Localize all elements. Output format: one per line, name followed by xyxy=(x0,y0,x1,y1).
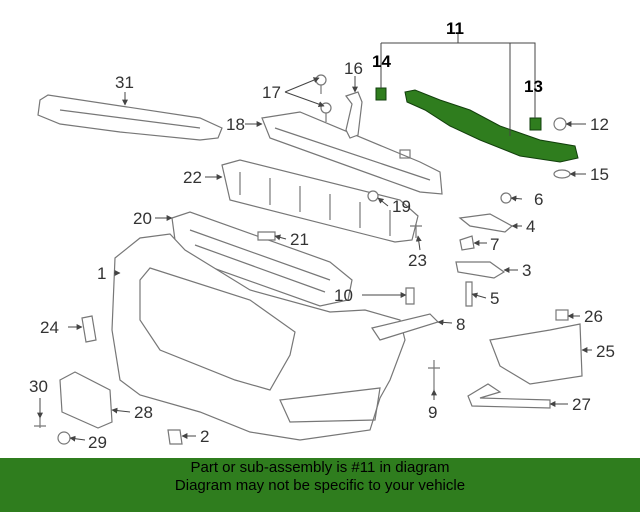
part-29-clip xyxy=(57,431,71,445)
part-14-clip xyxy=(375,87,387,101)
callout-20: 20 xyxy=(133,209,152,228)
part-31-upper-cover xyxy=(37,94,223,141)
callout-9: 9 xyxy=(428,403,438,422)
part-3-piece xyxy=(455,261,506,279)
callout-10: 10 xyxy=(334,286,353,305)
callout-1: 1 xyxy=(97,264,107,283)
part-16-bracket xyxy=(345,91,363,139)
callout-21: 21 xyxy=(290,230,309,249)
part-1-bumper-cover xyxy=(111,233,406,441)
callout-22: 22 xyxy=(183,168,202,187)
part-5-clip xyxy=(465,281,473,307)
part-11-assembly xyxy=(375,87,579,163)
callout-24: 24 xyxy=(40,318,59,337)
part-17-bolts xyxy=(315,74,332,122)
callout-2: 2 xyxy=(200,427,210,446)
callout-4: 4 xyxy=(526,217,536,236)
footer-line-1: Part or sub-assembly is #11 in diagram xyxy=(190,459,450,476)
part-27-trim xyxy=(467,383,551,409)
callout-12: 12 xyxy=(590,115,609,134)
part-21-clip xyxy=(257,231,276,241)
part-12-bolt xyxy=(553,117,567,131)
callout-25: 25 xyxy=(596,342,615,361)
part-15-grommet xyxy=(553,169,571,179)
callout-28: 28 xyxy=(134,403,153,422)
part-4-piece xyxy=(458,213,514,233)
parts-diagram xyxy=(34,33,592,445)
callout-7: 7 xyxy=(490,235,500,254)
part-26-cap xyxy=(555,309,569,321)
callout-5: 5 xyxy=(490,289,500,308)
part-7-piece xyxy=(459,235,475,251)
callout-18: 18 xyxy=(226,115,245,134)
callout-6: 6 xyxy=(534,190,544,209)
part-28-license-bracket xyxy=(59,371,113,429)
callout-16: 16 xyxy=(344,59,363,78)
callout-19: 19 xyxy=(392,197,411,216)
part-9-bolt xyxy=(428,360,440,390)
footer-banner: Part or sub-assembly is #11 in diagram D… xyxy=(0,458,640,512)
part-2-clip xyxy=(167,429,183,445)
callout-17: 17 xyxy=(262,83,281,102)
part-30-bolt xyxy=(34,418,46,428)
callout-14: 14 xyxy=(372,52,391,71)
callout-13: 13 xyxy=(524,77,543,96)
callout-8: 8 xyxy=(456,315,466,334)
callout-27: 27 xyxy=(572,395,591,414)
footer-line-2: Diagram may not be specific to your vehi… xyxy=(174,477,466,494)
part-22-absorber xyxy=(221,159,419,243)
callout-30: 30 xyxy=(29,377,48,396)
part-24-panel xyxy=(81,315,97,343)
callout-3: 3 xyxy=(522,261,532,280)
part-25-lamp xyxy=(489,323,583,385)
callout-31: 31 xyxy=(115,73,134,92)
part-6-nut xyxy=(500,192,512,204)
part-19-bolt xyxy=(367,190,379,202)
callout-26: 26 xyxy=(584,307,603,326)
callout-11: 11 xyxy=(446,19,464,38)
part-18-reinforcement xyxy=(261,111,443,195)
callout-29: 29 xyxy=(88,433,107,452)
part-10-bolt xyxy=(405,287,415,305)
callout-15: 15 xyxy=(590,165,609,184)
callout-23: 23 xyxy=(408,251,427,270)
part-13-clip xyxy=(529,117,542,131)
